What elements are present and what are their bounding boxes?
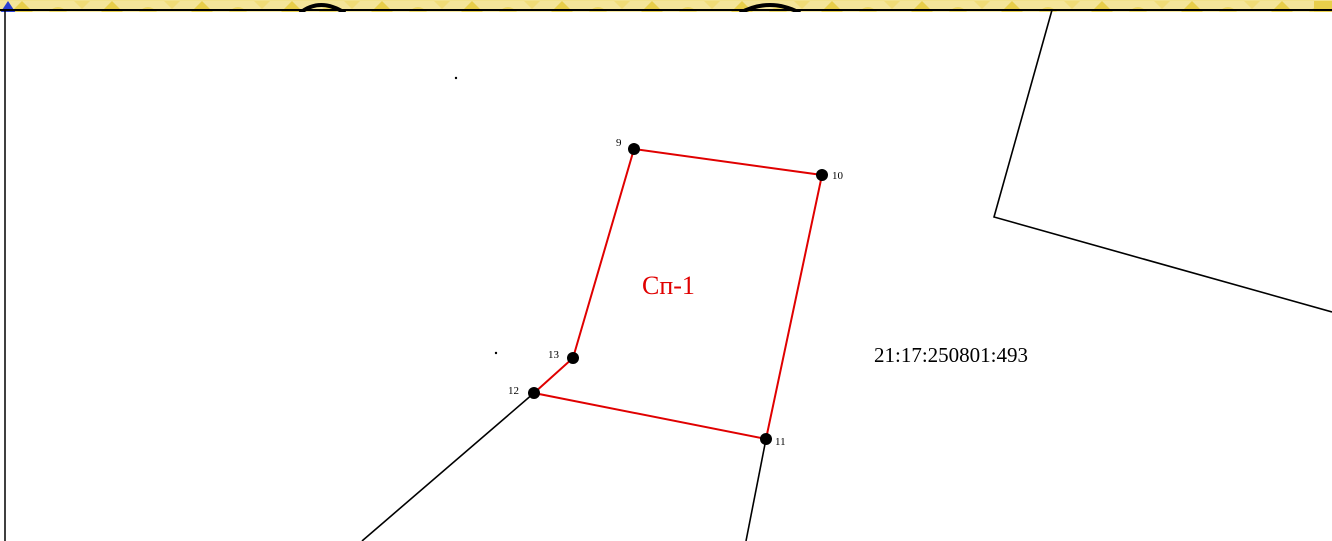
vertex-point-11 xyxy=(760,433,772,445)
vertex-point-10 xyxy=(816,169,828,181)
parcel-boundary-sp1 xyxy=(531,147,824,441)
vertex-label-13: 13 xyxy=(548,349,560,361)
vertex-label-10: 10 xyxy=(832,170,844,182)
parcel-label: Сп-1 xyxy=(642,271,695,300)
cadastral-number-label: 21:17:250801:493 xyxy=(874,343,1028,367)
vertex-label-11: 11 xyxy=(775,436,786,448)
vertex-point-9 xyxy=(628,143,640,155)
vertex-point-13 xyxy=(567,352,579,364)
vertex-point-12 xyxy=(528,387,540,399)
map-dot xyxy=(454,76,458,80)
existing-boundary-line-right xyxy=(745,438,767,541)
neighbor-parcel-boundary xyxy=(993,9,1332,313)
vertex-label-9: 9 xyxy=(616,137,622,149)
existing-boundary-line-left xyxy=(361,392,535,541)
vertex-label-12: 12 xyxy=(508,385,519,397)
map-dot xyxy=(494,351,498,355)
